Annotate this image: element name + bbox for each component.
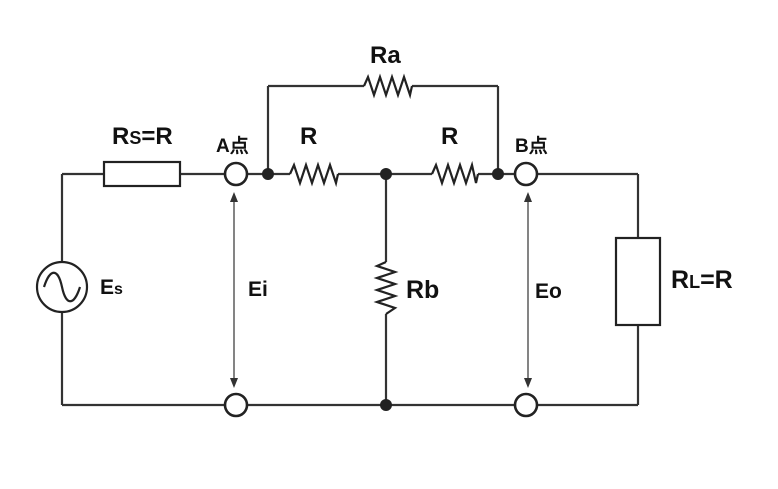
terminal-b-top	[513, 161, 539, 187]
eo-voltage-arrow	[524, 192, 532, 388]
terminal-b-bottom	[513, 392, 539, 418]
junction-dot-mid-bottom	[380, 399, 392, 411]
rl-resistor-box	[614, 236, 662, 327]
label-es: Es	[100, 276, 123, 299]
ac-source-icon	[35, 260, 89, 314]
rb-resistor-zigzag	[373, 260, 399, 315]
ei-voltage-arrow	[230, 192, 238, 388]
terminal-a-top	[223, 161, 249, 187]
label-eo: Eo	[535, 280, 562, 303]
label-rs: RS=R	[112, 123, 173, 150]
r-right-resistor-zigzag	[430, 160, 480, 187]
label-rl: RL=R	[671, 266, 733, 294]
junction-dot-b	[492, 168, 504, 180]
rs-resistor-box	[102, 160, 182, 188]
label-a-point: A点	[216, 135, 249, 157]
label-b-point: B点	[515, 135, 548, 157]
label-ei: Ei	[248, 278, 268, 301]
terminal-a-bottom	[223, 392, 249, 418]
label-rb: Rb	[406, 276, 439, 304]
junction-dot-mid-top	[380, 168, 392, 180]
label-r-left: R	[300, 123, 317, 150]
r-left-resistor-zigzag	[288, 161, 340, 188]
label-ra: Ra	[370, 42, 401, 69]
junction-dot-a	[262, 168, 274, 180]
ra-resistor-zigzag	[362, 73, 414, 100]
label-r-right: R	[441, 123, 458, 150]
